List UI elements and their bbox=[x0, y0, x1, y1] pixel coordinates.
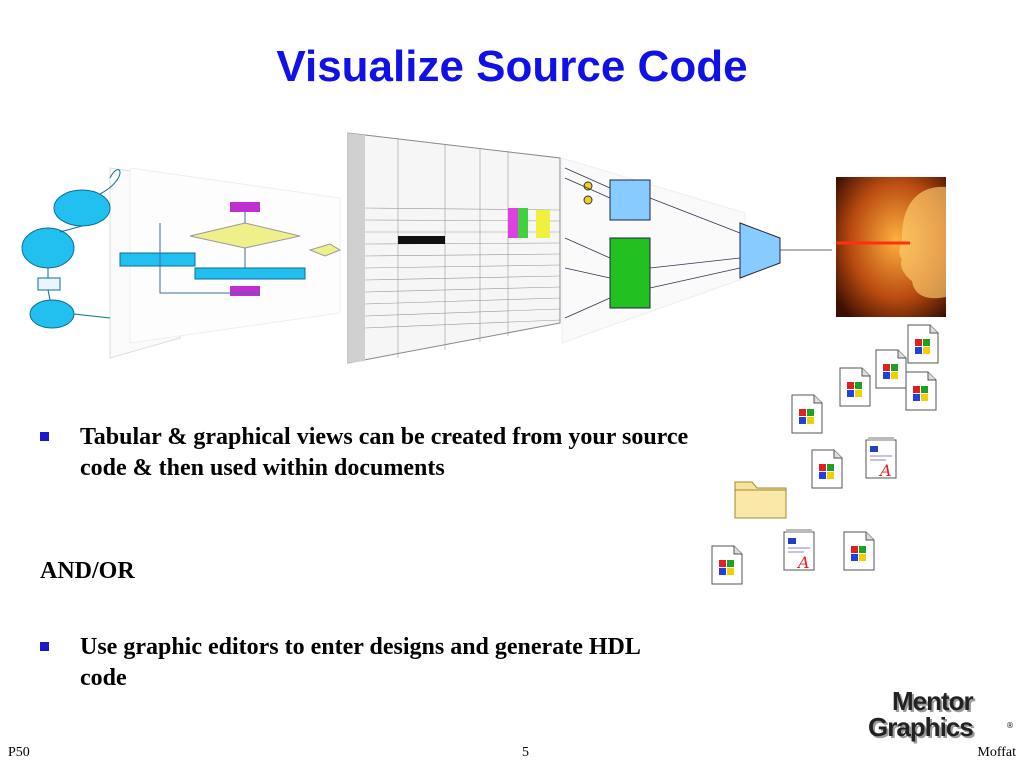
document-icons-cluster: A bbox=[711, 324, 939, 585]
document-icon bbox=[905, 371, 937, 411]
document-icon bbox=[843, 531, 875, 571]
flowchart-icon bbox=[119, 167, 342, 344]
bullet-text: Tabular & graphical views can be created… bbox=[80, 424, 689, 481]
document-icon bbox=[875, 349, 907, 389]
wordpad-document-icon bbox=[783, 528, 815, 573]
source-views-banner bbox=[21, 132, 832, 364]
svg-text:Graphics: Graphics bbox=[870, 714, 975, 744]
svg-text:Mentor: Mentor bbox=[894, 688, 976, 718]
footer-left: P50 bbox=[8, 745, 30, 760]
svg-text:Mentor: Mentor bbox=[892, 688, 974, 716]
document-icon bbox=[907, 324, 939, 364]
spreadsheet-table-icon bbox=[347, 132, 561, 364]
and-or-label: AND/OR bbox=[40, 558, 135, 584]
document-icon bbox=[811, 449, 843, 489]
document-icon bbox=[839, 367, 871, 407]
bullet-text: Use graphic editors to enter designs and… bbox=[80, 634, 640, 691]
wordpad-document-icon bbox=[865, 436, 897, 481]
slide-title: Visualize Source Code bbox=[276, 42, 748, 91]
block-diagram-icon bbox=[561, 157, 832, 344]
document-icon bbox=[711, 545, 743, 585]
bullet-marker bbox=[40, 432, 49, 441]
folder-icon bbox=[734, 481, 787, 519]
bullet-item-2: Use graphic editors to enter designs and… bbox=[40, 632, 690, 694]
footer-right: Moffat bbox=[977, 745, 1016, 760]
svg-text:Graphics: Graphics bbox=[868, 712, 973, 742]
bullet-marker bbox=[40, 642, 49, 651]
svg-text:®: ® bbox=[1006, 721, 1014, 730]
footer-page-number: 5 bbox=[522, 745, 529, 760]
mentor-graphics-logo: Mentor Mentor Graphics Graphics ® bbox=[868, 688, 1014, 744]
digital-face-icon bbox=[836, 177, 946, 317]
bullet-item-1: Tabular & graphical views can be created… bbox=[40, 422, 690, 484]
document-icon bbox=[791, 394, 823, 434]
